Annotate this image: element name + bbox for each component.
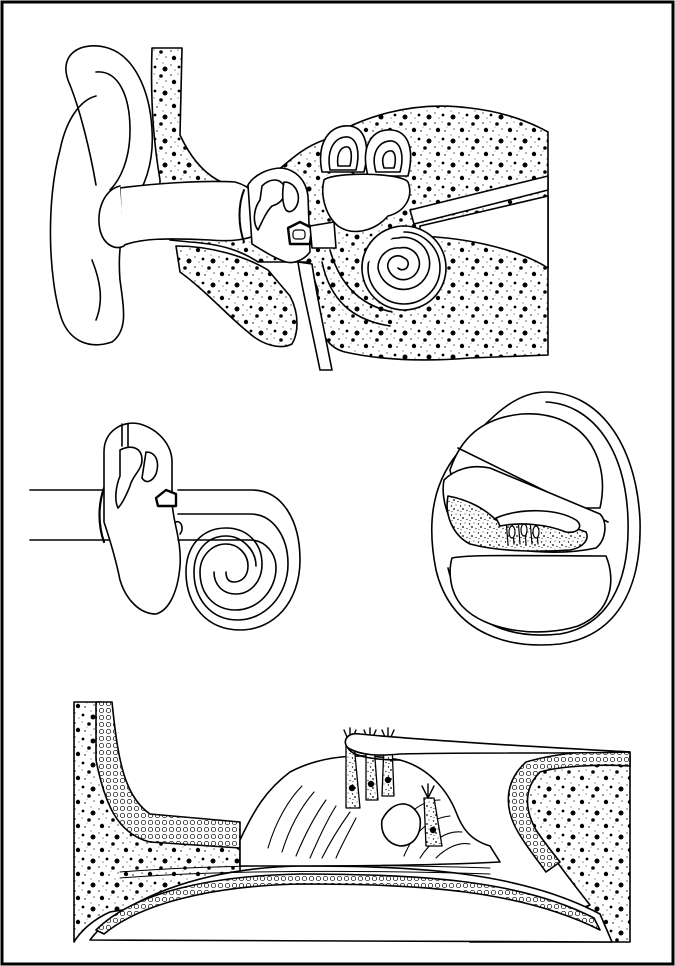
stapes-footplate [293, 230, 305, 239]
oval-window [310, 222, 336, 248]
cochlea-spiral [362, 226, 446, 310]
ear-canal [120, 181, 262, 246]
